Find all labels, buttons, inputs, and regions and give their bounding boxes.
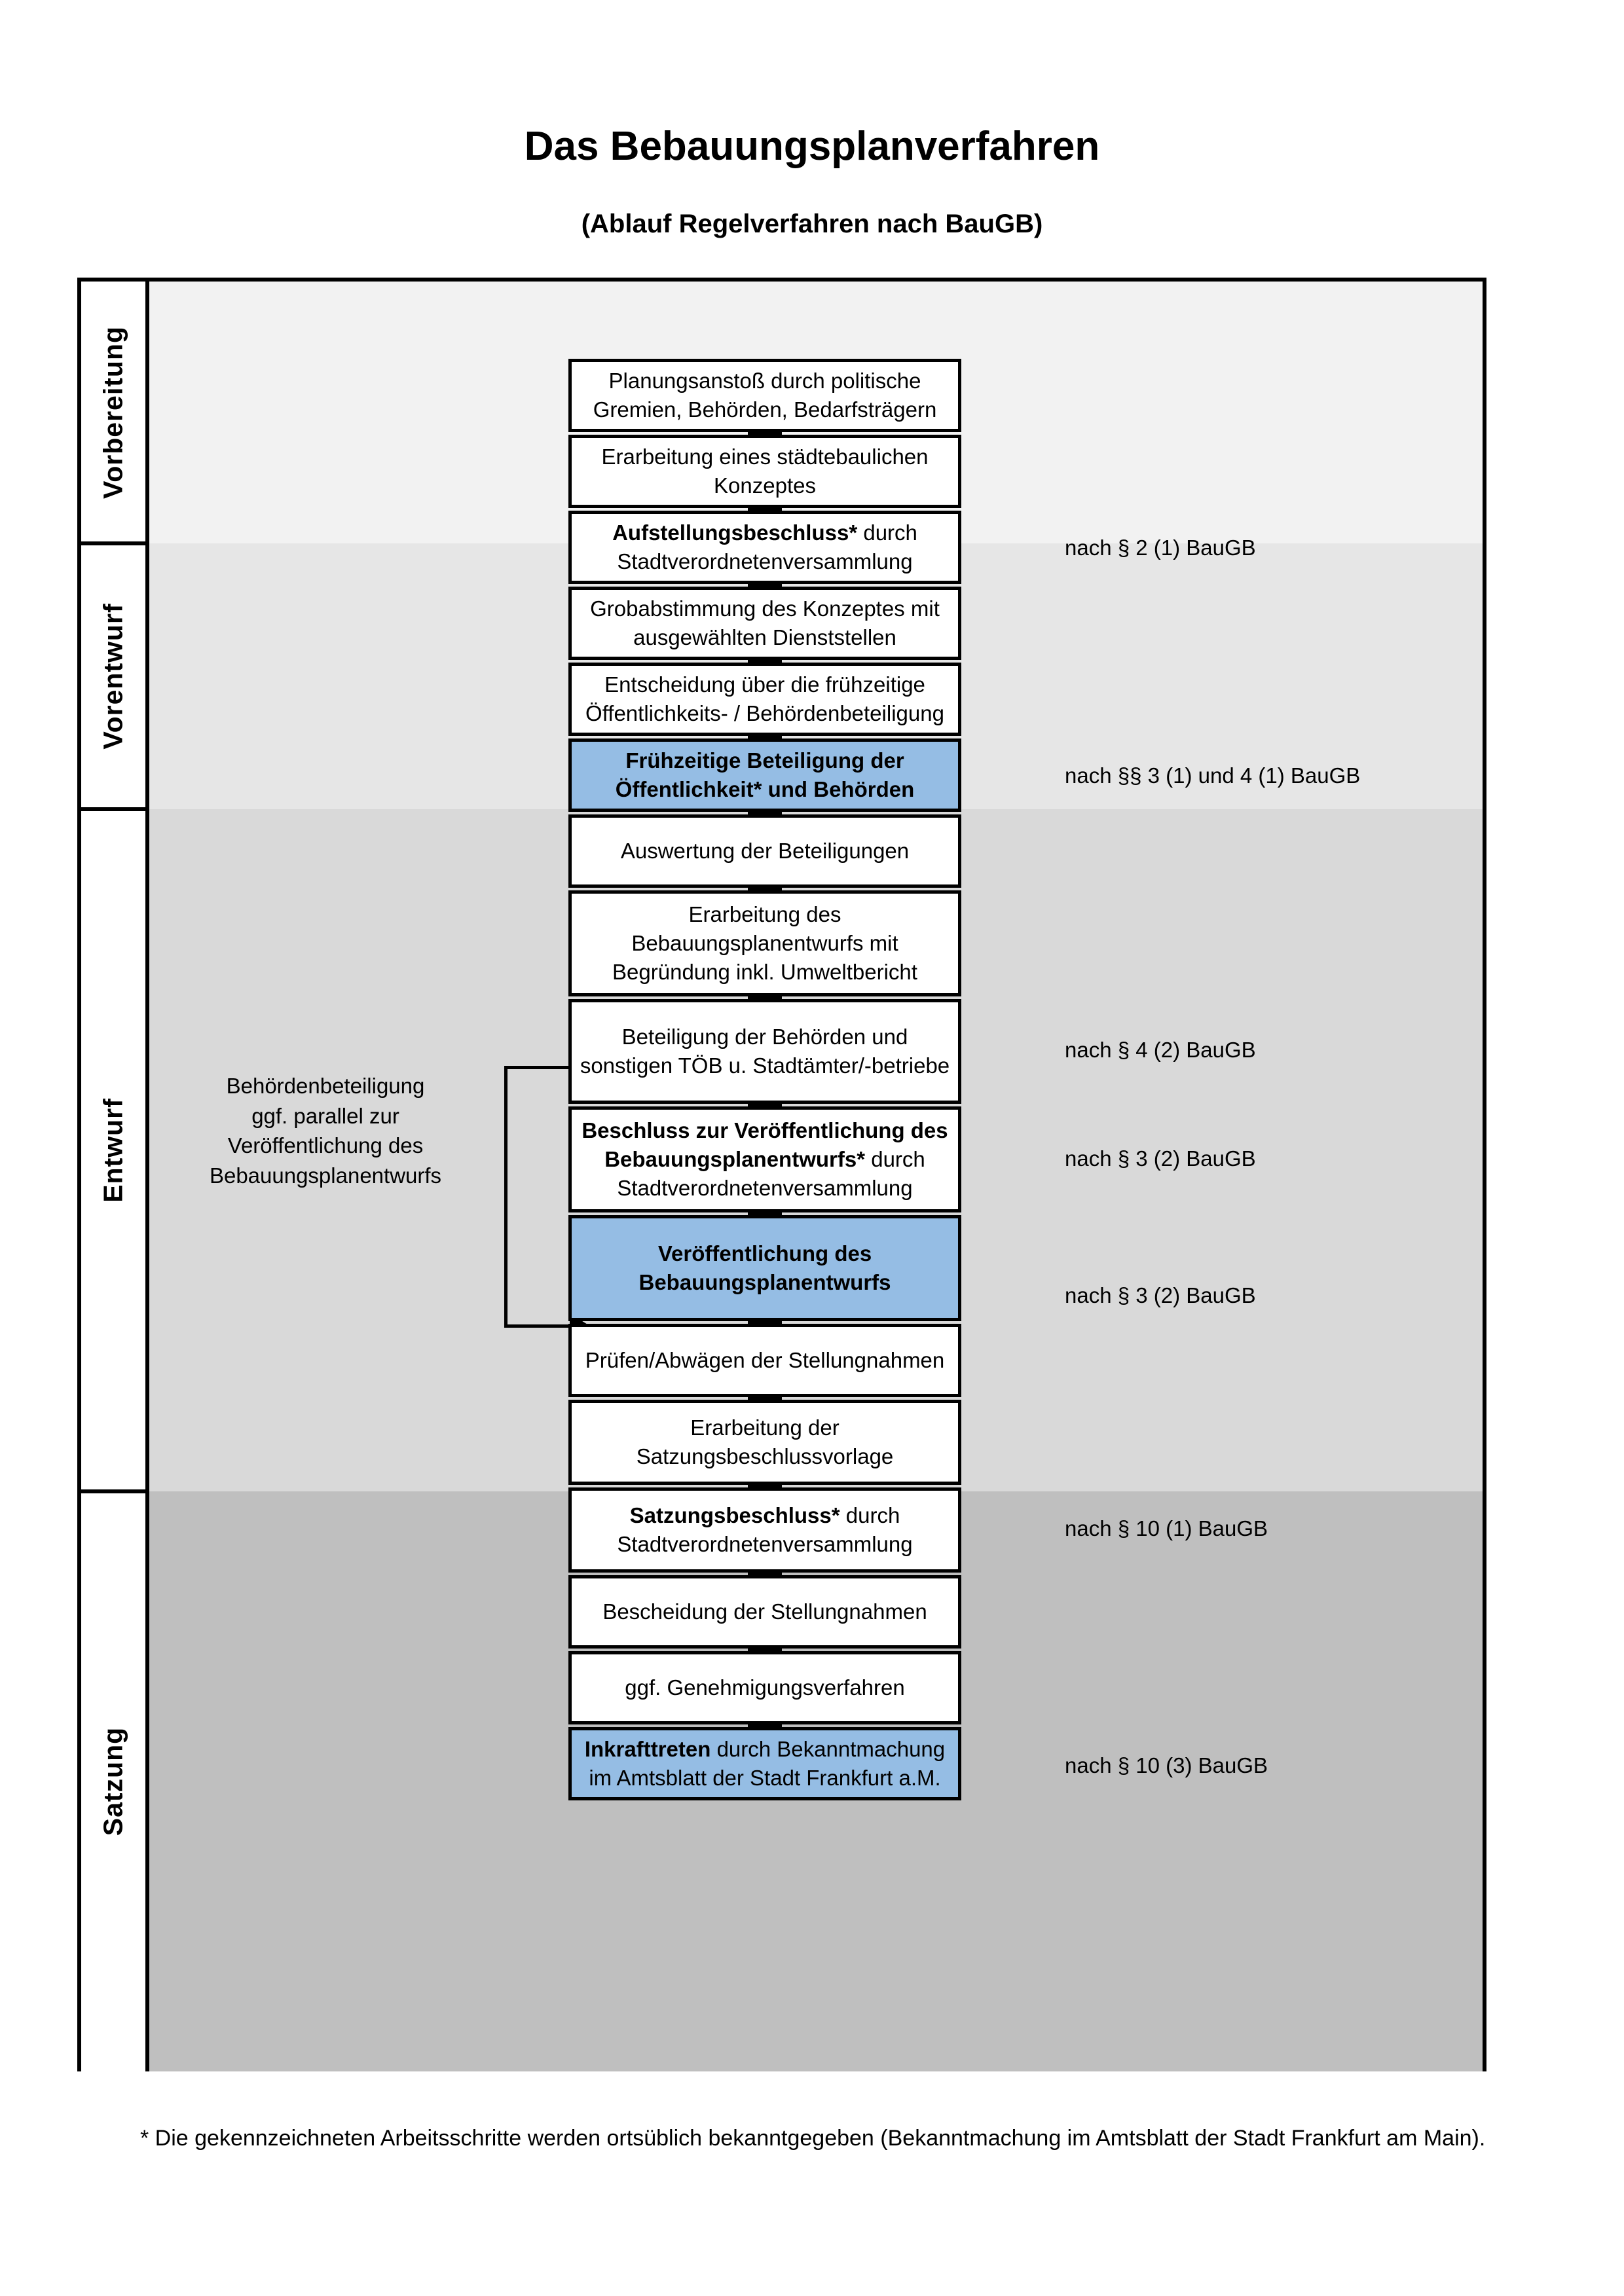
lane-separator xyxy=(81,541,145,545)
box-line: Stadtverordnetenversammlung xyxy=(617,1532,913,1556)
box-line-bold: Beschluss zur Veröffentlichung des xyxy=(581,1118,948,1142)
lane-label-text: Vorentwurf xyxy=(98,603,128,750)
side-note-line: Bebauungsplanentwurfs xyxy=(209,1163,442,1188)
lane-label-text: Vorbereitung xyxy=(98,325,128,500)
box-line: ausgewählten Dienststellen xyxy=(633,625,896,649)
process-box-beschluss-veroeffentlichung[interactable]: Beschluss zur Veröffentlichung des Bebau… xyxy=(568,1106,961,1212)
law-reference-3: nach § 4 (2) BauGB xyxy=(1065,1038,1256,1062)
process-box-aufstellungsbeschluss[interactable]: Aufstellungsbeschluss* durch Stadtverord… xyxy=(568,511,961,584)
connector-segment xyxy=(504,1066,591,1069)
box-line-bold: Öffentlichkeit* und Behörden xyxy=(615,777,915,801)
side-note: Behördenbeteiligung ggf. parallel zur Ve… xyxy=(172,1071,479,1190)
box-line: durch Bekanntmachung xyxy=(710,1736,946,1761)
box-line: Bebauungsplanentwurfs mit xyxy=(631,930,898,955)
flowchart-frame: Vorbereitung Vorentwurf Entwurf Satzung xyxy=(77,278,1486,2071)
box-line-bold: Veröffentlichung des xyxy=(657,1241,872,1266)
box-line: Beteiligung der Behörden und xyxy=(621,1024,908,1049)
process-box-satzungsbeschlussvorlage[interactable]: Erarbeitung der Satzungsbeschlussvorlage xyxy=(568,1400,961,1485)
box-line: Erarbeitung der xyxy=(690,1415,840,1440)
page-title: Das Bebauungsplanverfahren xyxy=(524,124,1100,169)
process-box-genehmigungsverfahren[interactable]: ggf. Genehmigungsverfahren xyxy=(568,1651,961,1724)
process-box-pruefen-abwaegen[interactable]: Prüfen/Abwägen der Stellungnahmen xyxy=(568,1324,961,1397)
box-line: Bescheidung der Stellungnahmen xyxy=(602,1599,927,1624)
lane-label-vorentwurf: Vorentwurf xyxy=(81,543,145,809)
box-line: durch xyxy=(865,1146,925,1171)
law-reference-6: nach § 10 (1) BauGB xyxy=(1065,1516,1268,1540)
process-box-grobabstimmung[interactable]: Grobabstimmung des Konzeptes mit ausgewä… xyxy=(568,587,961,660)
process-box-entscheidung-fruehzeitige-beteiligung[interactable]: Entscheidung über die frühzeitige Öffent… xyxy=(568,663,961,736)
box-line: Stadtverordnetenversammlung xyxy=(617,1176,913,1201)
connector-segment xyxy=(504,1066,507,1328)
box-line-bold: Frühzeitige Beteiligung der xyxy=(625,748,904,773)
box-line: Entscheidung über die frühzeitige xyxy=(604,672,925,697)
box-line: Konzeptes xyxy=(714,473,816,498)
box-line-bold: Inkrafttreten xyxy=(584,1736,711,1761)
lane-label-vorbereitung: Vorbereitung xyxy=(81,282,145,543)
box-line: sonstigen TÖB u. Stadtämter/-betriebe xyxy=(580,1053,950,1078)
box-line: Prüfen/Abwägen der Stellungnahmen xyxy=(585,1347,945,1372)
box-line-bold: Bebauungsplanentwurfs xyxy=(638,1270,891,1294)
box-line: Auswertung der Beteiligungen xyxy=(620,838,910,863)
process-box-satzungsbeschluss[interactable]: Satzungsbeschluss* durch Stadtverordnete… xyxy=(568,1487,961,1573)
process-box-beteiligung-behoerden-toeb[interactable]: Beteiligung der Behörden und sonstigen T… xyxy=(568,999,961,1104)
box-line-bold: Aufstellungsbeschluss* xyxy=(612,520,858,545)
footnote: * Die gekennzeichneten Arbeitsschritte w… xyxy=(140,2126,1486,2151)
process-box-fruehzeitige-beteiligung[interactable]: Frühzeitige Beteiligung der Öffentlichke… xyxy=(568,738,961,812)
lane-separator xyxy=(81,807,145,811)
connector-segment xyxy=(504,1324,572,1328)
process-box-veroeffentlichung-bebauungsplanentwurf[interactable]: Veröffentlichung des Bebauungsplanentwur… xyxy=(568,1215,961,1321)
process-box-bescheidung-stellungnahmen[interactable]: Bescheidung der Stellungnahmen xyxy=(568,1575,961,1649)
box-line: Stadtverordnetenversammlung xyxy=(617,549,913,574)
lane-label-entwurf: Entwurf xyxy=(81,809,145,1491)
label-column-divider xyxy=(145,282,149,2068)
box-line: Gremien, Behörden, Bedarfsträgern xyxy=(593,397,937,422)
side-note-line: ggf. parallel zur xyxy=(251,1103,399,1128)
box-line: ggf. Genehmigungsverfahren xyxy=(625,1675,905,1700)
box-line: Erarbeitung eines städtebaulichen xyxy=(601,444,929,469)
box-line: Satzungsbeschlussvorlage xyxy=(636,1444,894,1468)
process-box-auswertung-beteiligungen[interactable]: Auswertung der Beteiligungen xyxy=(568,814,961,888)
page-subtitle: (Ablauf Regelverfahren nach BauGB) xyxy=(581,210,1043,238)
process-box-erarbeitung-bebauungsplanentwurf[interactable]: Erarbeitung des Bebauungsplanentwurfs mi… xyxy=(568,890,961,996)
box-line: durch xyxy=(857,520,917,545)
process-box-staedtebauliches-konzept[interactable]: Erarbeitung eines städtebaulichen Konzep… xyxy=(568,435,961,508)
law-reference-2: nach §§ 3 (1) und 4 (1) BauGB xyxy=(1065,763,1361,788)
law-reference-4: nach § 3 (2) BauGB xyxy=(1065,1146,1256,1171)
law-reference-1: nach § 2 (1) BauGB xyxy=(1065,536,1256,560)
process-box-inkrafttreten[interactable]: Inkrafttreten durch Bekanntmachung im Am… xyxy=(568,1727,961,1800)
law-reference-7: nach § 10 (3) BauGB xyxy=(1065,1753,1268,1777)
lane-separator xyxy=(81,1489,145,1493)
side-note-line: Veröffentlichung des xyxy=(227,1133,424,1158)
box-line: Planungsanstoß durch politische xyxy=(608,368,921,393)
side-note-line: Behördenbeteiligung xyxy=(226,1074,425,1098)
box-line: im Amtsblatt der Stadt Frankfurt a.M. xyxy=(589,1766,941,1790)
box-line: durch xyxy=(840,1503,900,1527)
box-line: Öffentlichkeits- / Behördenbeteiligung xyxy=(585,701,944,725)
box-line: Begründung inkl. Umweltbericht xyxy=(612,960,917,985)
lane-label-text: Entwurf xyxy=(98,1098,128,1203)
box-line-bold: Bebauungsplanentwurfs* xyxy=(604,1146,866,1171)
lane-label-text: Satzung xyxy=(98,1726,128,1836)
box-line: Grobabstimmung des Konzeptes mit xyxy=(590,596,940,621)
box-line: Erarbeitung des xyxy=(688,902,841,926)
law-reference-5: nach § 3 (2) BauGB xyxy=(1065,1283,1256,1307)
process-box-planungsanstoss[interactable]: Planungsanstoß durch politische Gremien,… xyxy=(568,359,961,432)
lane-label-satzung: Satzung xyxy=(81,1491,145,2071)
box-line-bold: Satzungsbeschluss* xyxy=(629,1503,840,1527)
